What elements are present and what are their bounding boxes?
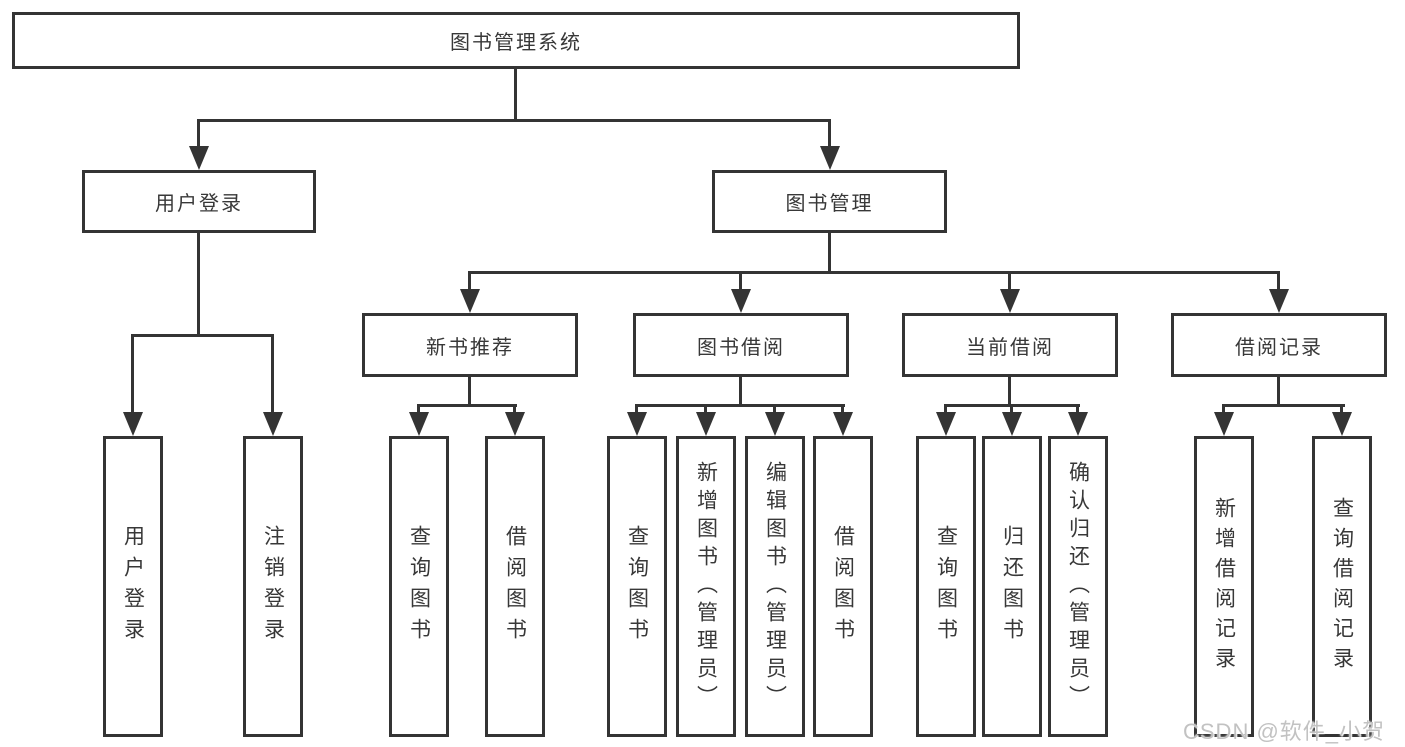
leaf-current-confirm-return-admin-label: 确认归还（管理员） [1066, 460, 1090, 713]
leaf-borrowing-add-books-admin-label: 新增图书（管理员） [694, 460, 718, 713]
node-user-login: 用户登录 [82, 170, 316, 233]
arrow-down-icon [1332, 412, 1352, 436]
leaf-current-return-books: 归还图书 [982, 436, 1042, 737]
connector-line [704, 404, 707, 416]
leaf-current-confirm-return-admin: 确认归还（管理员） [1048, 436, 1108, 737]
connector-line [197, 119, 831, 122]
arrow-down-icon [189, 146, 209, 170]
arrow-down-icon [1269, 289, 1289, 313]
connector-line [1222, 404, 1225, 416]
node-user-login-label: 用户登录 [155, 193, 243, 215]
connector-line [271, 334, 274, 418]
leaf-borrowing-borrow-books-label: 借阅图书 [831, 524, 855, 649]
connector-line [841, 404, 844, 416]
arrow-down-icon [460, 289, 480, 313]
connector-line [513, 404, 516, 416]
arrow-down-icon [820, 146, 840, 170]
connector-line [1008, 271, 1011, 295]
connector-line [1340, 404, 1343, 416]
leaf-logout: 注销登录 [243, 436, 303, 737]
arrow-down-icon [1002, 412, 1022, 436]
leaf-logout-label: 注销登录 [261, 524, 285, 649]
connector-line [197, 233, 200, 337]
connector-line [417, 404, 420, 416]
leaf-recommend-query-books: 查询图书 [389, 436, 449, 737]
arrow-down-icon [1214, 412, 1234, 436]
csdn-watermark: CSDN @软件_小贺同学 [1183, 719, 1386, 744]
node-book-management: 图书管理 [712, 170, 947, 233]
node-book-borrowing-label: 图书借阅 [697, 336, 785, 359]
arrow-down-icon [409, 412, 429, 436]
node-current-borrowing-label: 当前借阅 [966, 336, 1054, 359]
connector-line [1222, 404, 1345, 407]
arrow-down-icon [833, 412, 853, 436]
arrow-down-icon [696, 412, 716, 436]
connector-line [773, 404, 776, 416]
leaf-recommend-query-books-label: 查询图书 [407, 524, 431, 649]
connector-line [468, 271, 471, 295]
node-library-system: 图书管理系统 [12, 12, 1020, 69]
connector-line [739, 377, 742, 407]
leaf-borrowing-edit-books-admin-label: 编辑图书（管理员） [763, 460, 787, 713]
node-library-system-label: 图书管理系统 [450, 32, 582, 54]
node-borrow-records: 借阅记录 [1171, 313, 1387, 377]
leaf-current-query-books: 查询图书 [916, 436, 976, 737]
connector-line [1076, 404, 1079, 416]
arrow-down-icon [263, 412, 283, 436]
arrow-down-icon [1068, 412, 1088, 436]
arrow-down-icon [731, 289, 751, 313]
leaf-user-login: 用户登录 [103, 436, 163, 737]
leaf-records-add-record-label: 新增借阅记录 [1212, 496, 1236, 677]
leaf-records-query-record: 查询借阅记录 [1312, 436, 1372, 737]
node-book-management-label: 图书管理 [785, 193, 874, 215]
connector-line [468, 271, 1280, 274]
node-current-borrowing: 当前借阅 [902, 313, 1118, 377]
connector-line [131, 334, 274, 337]
connector-line [1277, 271, 1280, 295]
connector-line [514, 69, 517, 121]
connector-line [828, 233, 831, 274]
connector-line [635, 404, 638, 416]
leaf-borrowing-query-books: 查询图书 [607, 436, 667, 737]
arrow-down-icon [505, 412, 525, 436]
connector-line [1010, 404, 1013, 416]
connector-line [468, 377, 471, 407]
connector-line [1008, 377, 1011, 407]
node-new-book-recommend-label: 新书推荐 [426, 336, 514, 359]
connector-line [739, 271, 742, 295]
connector-line [635, 404, 845, 407]
leaf-borrowing-query-books-label: 查询图书 [625, 524, 649, 649]
connector-line [828, 119, 831, 152]
leaf-records-query-record-label: 查询借阅记录 [1330, 496, 1354, 677]
arrow-down-icon [123, 412, 143, 436]
node-borrow-records-label: 借阅记录 [1235, 336, 1323, 359]
connector-line [944, 404, 947, 416]
leaf-current-return-books-label: 归还图书 [1000, 524, 1024, 649]
leaf-recommend-borrow-books: 借阅图书 [485, 436, 545, 737]
leaf-borrowing-add-books-admin: 新增图书（管理员） [676, 436, 736, 737]
node-new-book-recommend: 新书推荐 [362, 313, 578, 377]
leaf-borrowing-edit-books-admin: 编辑图书（管理员） [745, 436, 805, 737]
connector-line [197, 119, 200, 152]
connector-line [131, 334, 134, 418]
leaf-recommend-borrow-books-label: 借阅图书 [503, 524, 527, 649]
connector-line [417, 404, 517, 407]
arrow-down-icon [936, 412, 956, 436]
node-book-borrowing: 图书借阅 [633, 313, 849, 377]
arrow-down-icon [1000, 289, 1020, 313]
leaf-records-add-record: 新增借阅记录 [1194, 436, 1254, 737]
leaf-user-login-label: 用户登录 [121, 524, 145, 649]
arrow-down-icon [627, 412, 647, 436]
leaf-borrowing-borrow-books: 借阅图书 [813, 436, 873, 737]
connector-line [1277, 377, 1280, 407]
leaf-current-query-books-label: 查询图书 [934, 524, 958, 649]
arrow-down-icon [765, 412, 785, 436]
